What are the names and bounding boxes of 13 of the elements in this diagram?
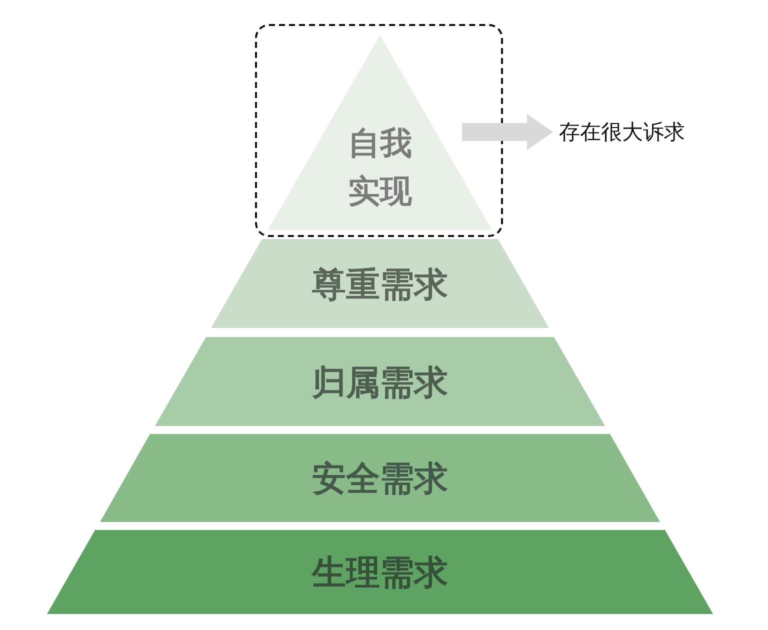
tier-label: 生理需求 — [312, 553, 448, 593]
block-arrow — [462, 114, 553, 150]
pyramid-tier — [47, 530, 713, 614]
pyramid-tier — [100, 434, 660, 522]
apex-label: 自我实现 — [347, 122, 413, 212]
pyramid-apex — [268, 35, 492, 230]
tier-label: 安全需求 — [312, 459, 448, 499]
tier-label: 归属需求 — [312, 362, 448, 402]
pyramid-tier — [211, 239, 549, 328]
pyramid-tier — [155, 337, 605, 426]
annotation-text: 存在很大诉求 — [553, 117, 713, 147]
tier-label: 尊重需求 — [312, 264, 448, 304]
dashed-highlight-frame — [255, 24, 503, 237]
